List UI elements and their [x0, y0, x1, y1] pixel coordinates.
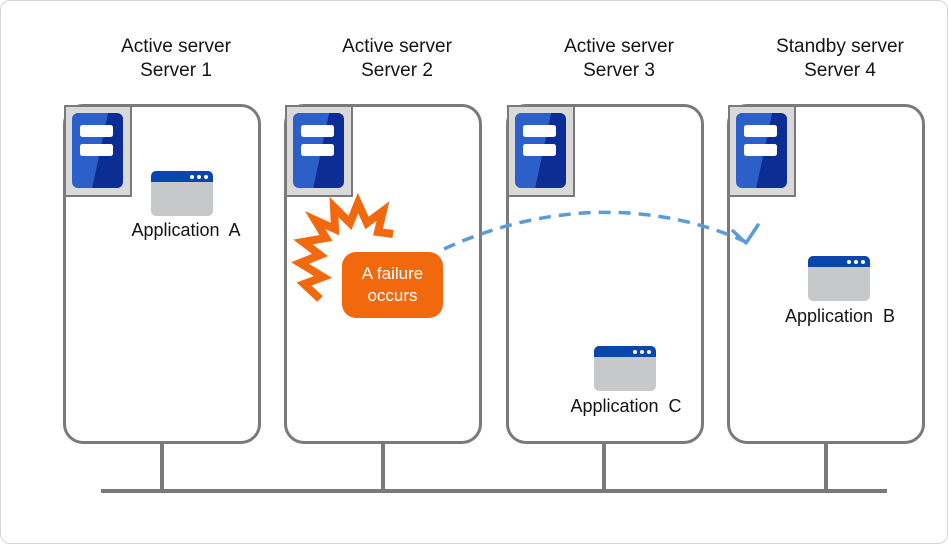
app-window-icon	[594, 346, 656, 391]
server-title: Standby server Server 4	[741, 35, 939, 83]
server-tower-icon	[507, 105, 575, 197]
app-label: Application B	[784, 306, 896, 326]
app-label: Application A	[131, 220, 241, 240]
network-connector	[602, 444, 606, 491]
server-name: Server 4	[804, 60, 876, 81]
server-tower-icon	[728, 105, 796, 197]
network-bus-line	[101, 489, 887, 493]
server-name: Server 3	[583, 60, 655, 81]
server-tower-icon	[64, 105, 132, 197]
server-role: Standby server	[776, 36, 904, 57]
failure-callout: A failure occurs	[342, 252, 443, 318]
network-connector	[381, 444, 385, 491]
server-title: Active server Server 1	[77, 35, 275, 83]
server-column-4: Standby server Server 4 Application B	[727, 1, 925, 543]
server-column-1: Active server Server 1 Application A	[63, 1, 261, 543]
server-role: Active server	[121, 36, 231, 57]
server-title: Active server Server 2	[298, 35, 496, 83]
server-role: Active server	[564, 36, 674, 57]
server-column-3: Active server Server 3 Application C	[506, 1, 704, 543]
server-role: Active server	[342, 36, 452, 57]
app-window-icon	[151, 171, 213, 216]
server-title: Active server Server 3	[520, 35, 718, 83]
server-name: Server 2	[361, 60, 433, 81]
app-window-icon	[808, 256, 870, 301]
server-name: Server 1	[140, 60, 212, 81]
server-tower-icon	[285, 105, 353, 197]
network-connector	[824, 444, 828, 491]
network-connector	[160, 444, 164, 491]
app-label: Application C	[570, 396, 682, 416]
